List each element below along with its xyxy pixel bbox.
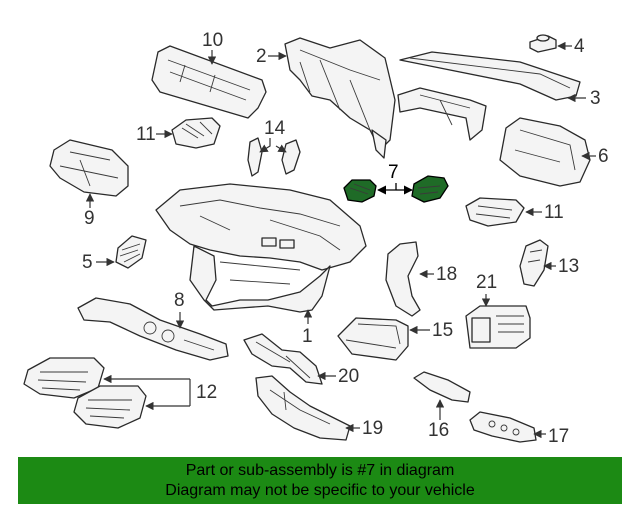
part-15-storage-tray xyxy=(337,317,409,361)
part-4-sensor xyxy=(529,34,557,53)
part-18-side-panel xyxy=(385,241,421,317)
part-13-bracket xyxy=(519,239,549,287)
callout-9: 9 xyxy=(84,208,95,229)
callout-6: 6 xyxy=(598,146,609,167)
callout-8: 8 xyxy=(174,290,185,311)
part-14-trim-strips xyxy=(247,137,301,177)
part-1-instrument-panel xyxy=(155,183,367,313)
info-banner: Part or sub-assembly is #7 in diagram Di… xyxy=(18,457,622,504)
part-21-center-module xyxy=(465,305,531,349)
callout-14: 14 xyxy=(264,118,286,139)
part-12-vent-pair xyxy=(23,357,147,429)
part-11-left-vent xyxy=(171,117,221,149)
callout-16: 16 xyxy=(428,420,449,441)
callout-21: 21 xyxy=(476,272,497,293)
banner-line-2: Diagram may not be specific to your vehi… xyxy=(165,482,475,499)
callout-10: 10 xyxy=(202,30,223,51)
callout-19: 19 xyxy=(362,418,383,439)
callout-20: 20 xyxy=(338,366,359,387)
part-19-knee-bolster xyxy=(255,375,351,441)
part-2-support-frame xyxy=(284,37,487,159)
callout-17: 17 xyxy=(548,426,569,447)
callout-11-upper: 11 xyxy=(136,124,156,145)
callout-4: 4 xyxy=(574,36,585,57)
callout-15: 15 xyxy=(432,320,453,341)
part-17-switch-bezel xyxy=(469,411,537,443)
callout-1: 1 xyxy=(302,326,313,347)
part-3-windshield-trim xyxy=(399,51,581,101)
part-5-speaker-grille xyxy=(115,235,147,269)
part-10-upper-panel xyxy=(151,45,267,119)
callout-3: 3 xyxy=(590,88,601,109)
part-20-lower-bracket xyxy=(243,333,323,385)
callout-11-right: 11 xyxy=(544,202,564,223)
callout-12: 12 xyxy=(196,382,217,403)
part-8-lower-trim xyxy=(77,297,229,361)
part-7-highlighted xyxy=(343,175,449,203)
callout-13: 13 xyxy=(558,256,579,277)
callout-7: 7 xyxy=(388,162,399,183)
banner-line-1: Part or sub-assembly is #7 in diagram xyxy=(185,462,455,479)
part-11-right-vent xyxy=(465,197,525,227)
callout-18: 18 xyxy=(436,264,457,285)
part-6-airbag-module xyxy=(499,117,591,187)
part-16-trim-strip xyxy=(413,371,471,403)
parts-diagram: 10 2 3 4 6 11 14 xyxy=(23,30,609,447)
callout-2: 2 xyxy=(256,46,267,67)
part-9-instrument-cluster xyxy=(49,139,129,197)
callout-5: 5 xyxy=(82,252,93,273)
